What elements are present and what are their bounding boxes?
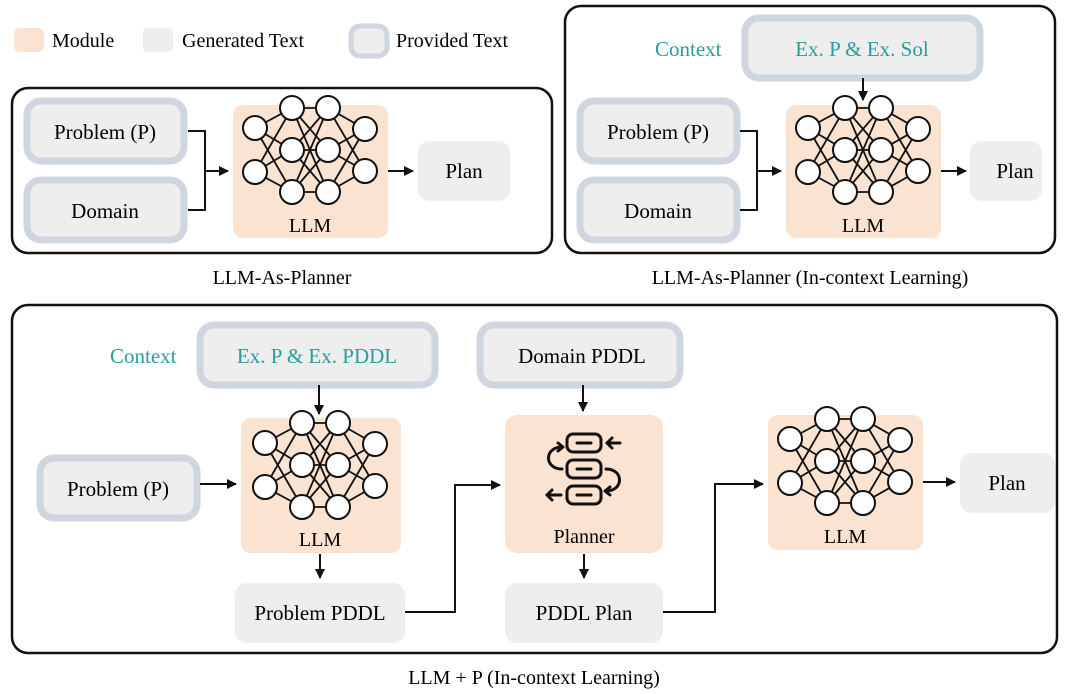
nn-node (795, 115, 821, 141)
panel-c-problem-pddl-label: Problem PDDL (254, 601, 385, 625)
panel-c-frame (10, 303, 1059, 655)
panel-a-domain-box (23, 176, 188, 244)
panel-b-frame (563, 4, 1057, 255)
panel-b-caption: LLM-As-Planner (In-context Learning) (652, 267, 969, 289)
panel-a-frame (10, 86, 554, 255)
panel-c-problem-label: Problem (P) (67, 477, 169, 501)
nn-node (242, 115, 268, 141)
nn-node (362, 431, 388, 457)
nn-node (850, 448, 876, 474)
panel-c-llm2-label: LLM (824, 526, 866, 548)
nn-node (289, 494, 315, 520)
nn-node (832, 137, 858, 163)
panel-c-pddl-plan-label: PDDL Plan (536, 601, 633, 625)
panel-llm-plus-p: Context Ex. P & Ex. PDDL Domain PDDL Pro… (10, 303, 1059, 655)
nn-node (315, 137, 341, 163)
nn-node (868, 179, 894, 205)
nn-node (352, 116, 378, 142)
legend-provided-label: Provided Text (396, 30, 509, 52)
nn-node (887, 427, 913, 453)
panel-c-plan-box (960, 453, 1055, 513)
panel-c-planner-module (505, 415, 663, 553)
panel-b-merge-arrow (740, 130, 781, 211)
nn-node (325, 410, 351, 436)
panel-a-domain-label: Domain (71, 199, 139, 223)
nn-node (814, 490, 840, 516)
panel-b-problem-box (576, 97, 741, 165)
panel-c-pddl-plan-arrow (663, 479, 764, 613)
nn-node (850, 490, 876, 516)
panel-a-problem-label: Problem (P) (54, 120, 156, 144)
nn-node (252, 474, 278, 500)
nn-node (887, 469, 913, 495)
panel-c-problem-pddl-arrow (405, 480, 501, 613)
nn-node (777, 426, 803, 452)
panel-c-llm2-neural-net-icon (777, 406, 913, 516)
legend-module-swatch (14, 28, 44, 52)
nn-node (242, 159, 268, 185)
nn-node (905, 116, 931, 142)
nn-node (279, 95, 305, 121)
legend-generated-label: Generated Text (182, 30, 305, 52)
panel-a-caption: LLM-As-Planner (213, 267, 352, 289)
panel-c-context-text: Ex. P & Ex. PDDL (237, 344, 397, 368)
legend: Module Generated Text Provided Text (14, 23, 509, 59)
nn-node (279, 179, 305, 205)
panel-c-context-box (196, 321, 439, 389)
nn-node (868, 137, 894, 163)
nn-node (850, 406, 876, 432)
nn-node (832, 95, 858, 121)
panel-c-caption: LLM + P (In-context Learning) (408, 667, 660, 689)
panel-b-llm-label: LLM (842, 215, 884, 237)
panel-a-merge-arrow (188, 130, 228, 211)
legend-provided-swatch (348, 23, 390, 59)
panel-b-neural-net-icon (795, 95, 931, 205)
nn-node (289, 410, 315, 436)
nn-node (289, 452, 315, 478)
panel-c-domain-pddl-label: Domain PDDL (518, 344, 646, 368)
panel-c-pddl-plan-box (505, 583, 663, 643)
panel-c-plan-label: Plan (988, 471, 1026, 495)
panel-c-problem-box (36, 454, 201, 522)
panel-b-plan-label: Plan (996, 159, 1034, 183)
legend-generated-swatch (143, 28, 173, 52)
nn-node (832, 179, 858, 205)
nn-node (905, 158, 931, 184)
nn-node (252, 430, 278, 456)
panel-b-domain-box (576, 176, 741, 244)
panel-b-problem-label: Problem (P) (607, 120, 709, 144)
panel-c-llm1-label: LLM (299, 529, 341, 551)
panel-c-planner-label: Planner (553, 526, 614, 548)
nn-node (279, 137, 305, 163)
nn-node (315, 95, 341, 121)
legend-module-label: Module (52, 30, 114, 52)
nn-node (325, 494, 351, 520)
nn-node (777, 470, 803, 496)
panel-a-problem-box (23, 97, 188, 165)
nn-node (315, 179, 341, 205)
nn-node (362, 473, 388, 499)
panel-b-context-text: Ex. P & Ex. Sol (795, 37, 929, 61)
panel-c-problem-pddl-box (235, 583, 405, 643)
nn-node (795, 159, 821, 185)
nn-node (814, 448, 840, 474)
panel-c-context-label: Context (110, 344, 177, 368)
planner-cycle-icon (545, 432, 622, 506)
panel-llm-as-planner: Problem (P) Domain LLM Plan LLM-As-Plann… (10, 86, 554, 289)
nn-node (352, 158, 378, 184)
panel-a-plan-label: Plan (445, 159, 483, 183)
panel-b-context-label: Context (655, 37, 722, 61)
panel-c-domain-pddl-box (476, 321, 684, 389)
nn-node (325, 452, 351, 478)
panel-llm-as-planner-icl: Context Ex. P & Ex. Sol Problem (P) Doma… (563, 4, 1057, 289)
panel-c-llm1-neural-net-icon (252, 410, 388, 520)
panel-a-llm-label: LLM (289, 215, 331, 237)
panel-b-plan-box (970, 141, 1042, 201)
panel-a-plan-box (418, 141, 510, 201)
panel-a-neural-net-icon (242, 95, 378, 205)
nn-node (814, 406, 840, 432)
panel-b-domain-label: Domain (624, 199, 692, 223)
nn-node (868, 95, 894, 121)
